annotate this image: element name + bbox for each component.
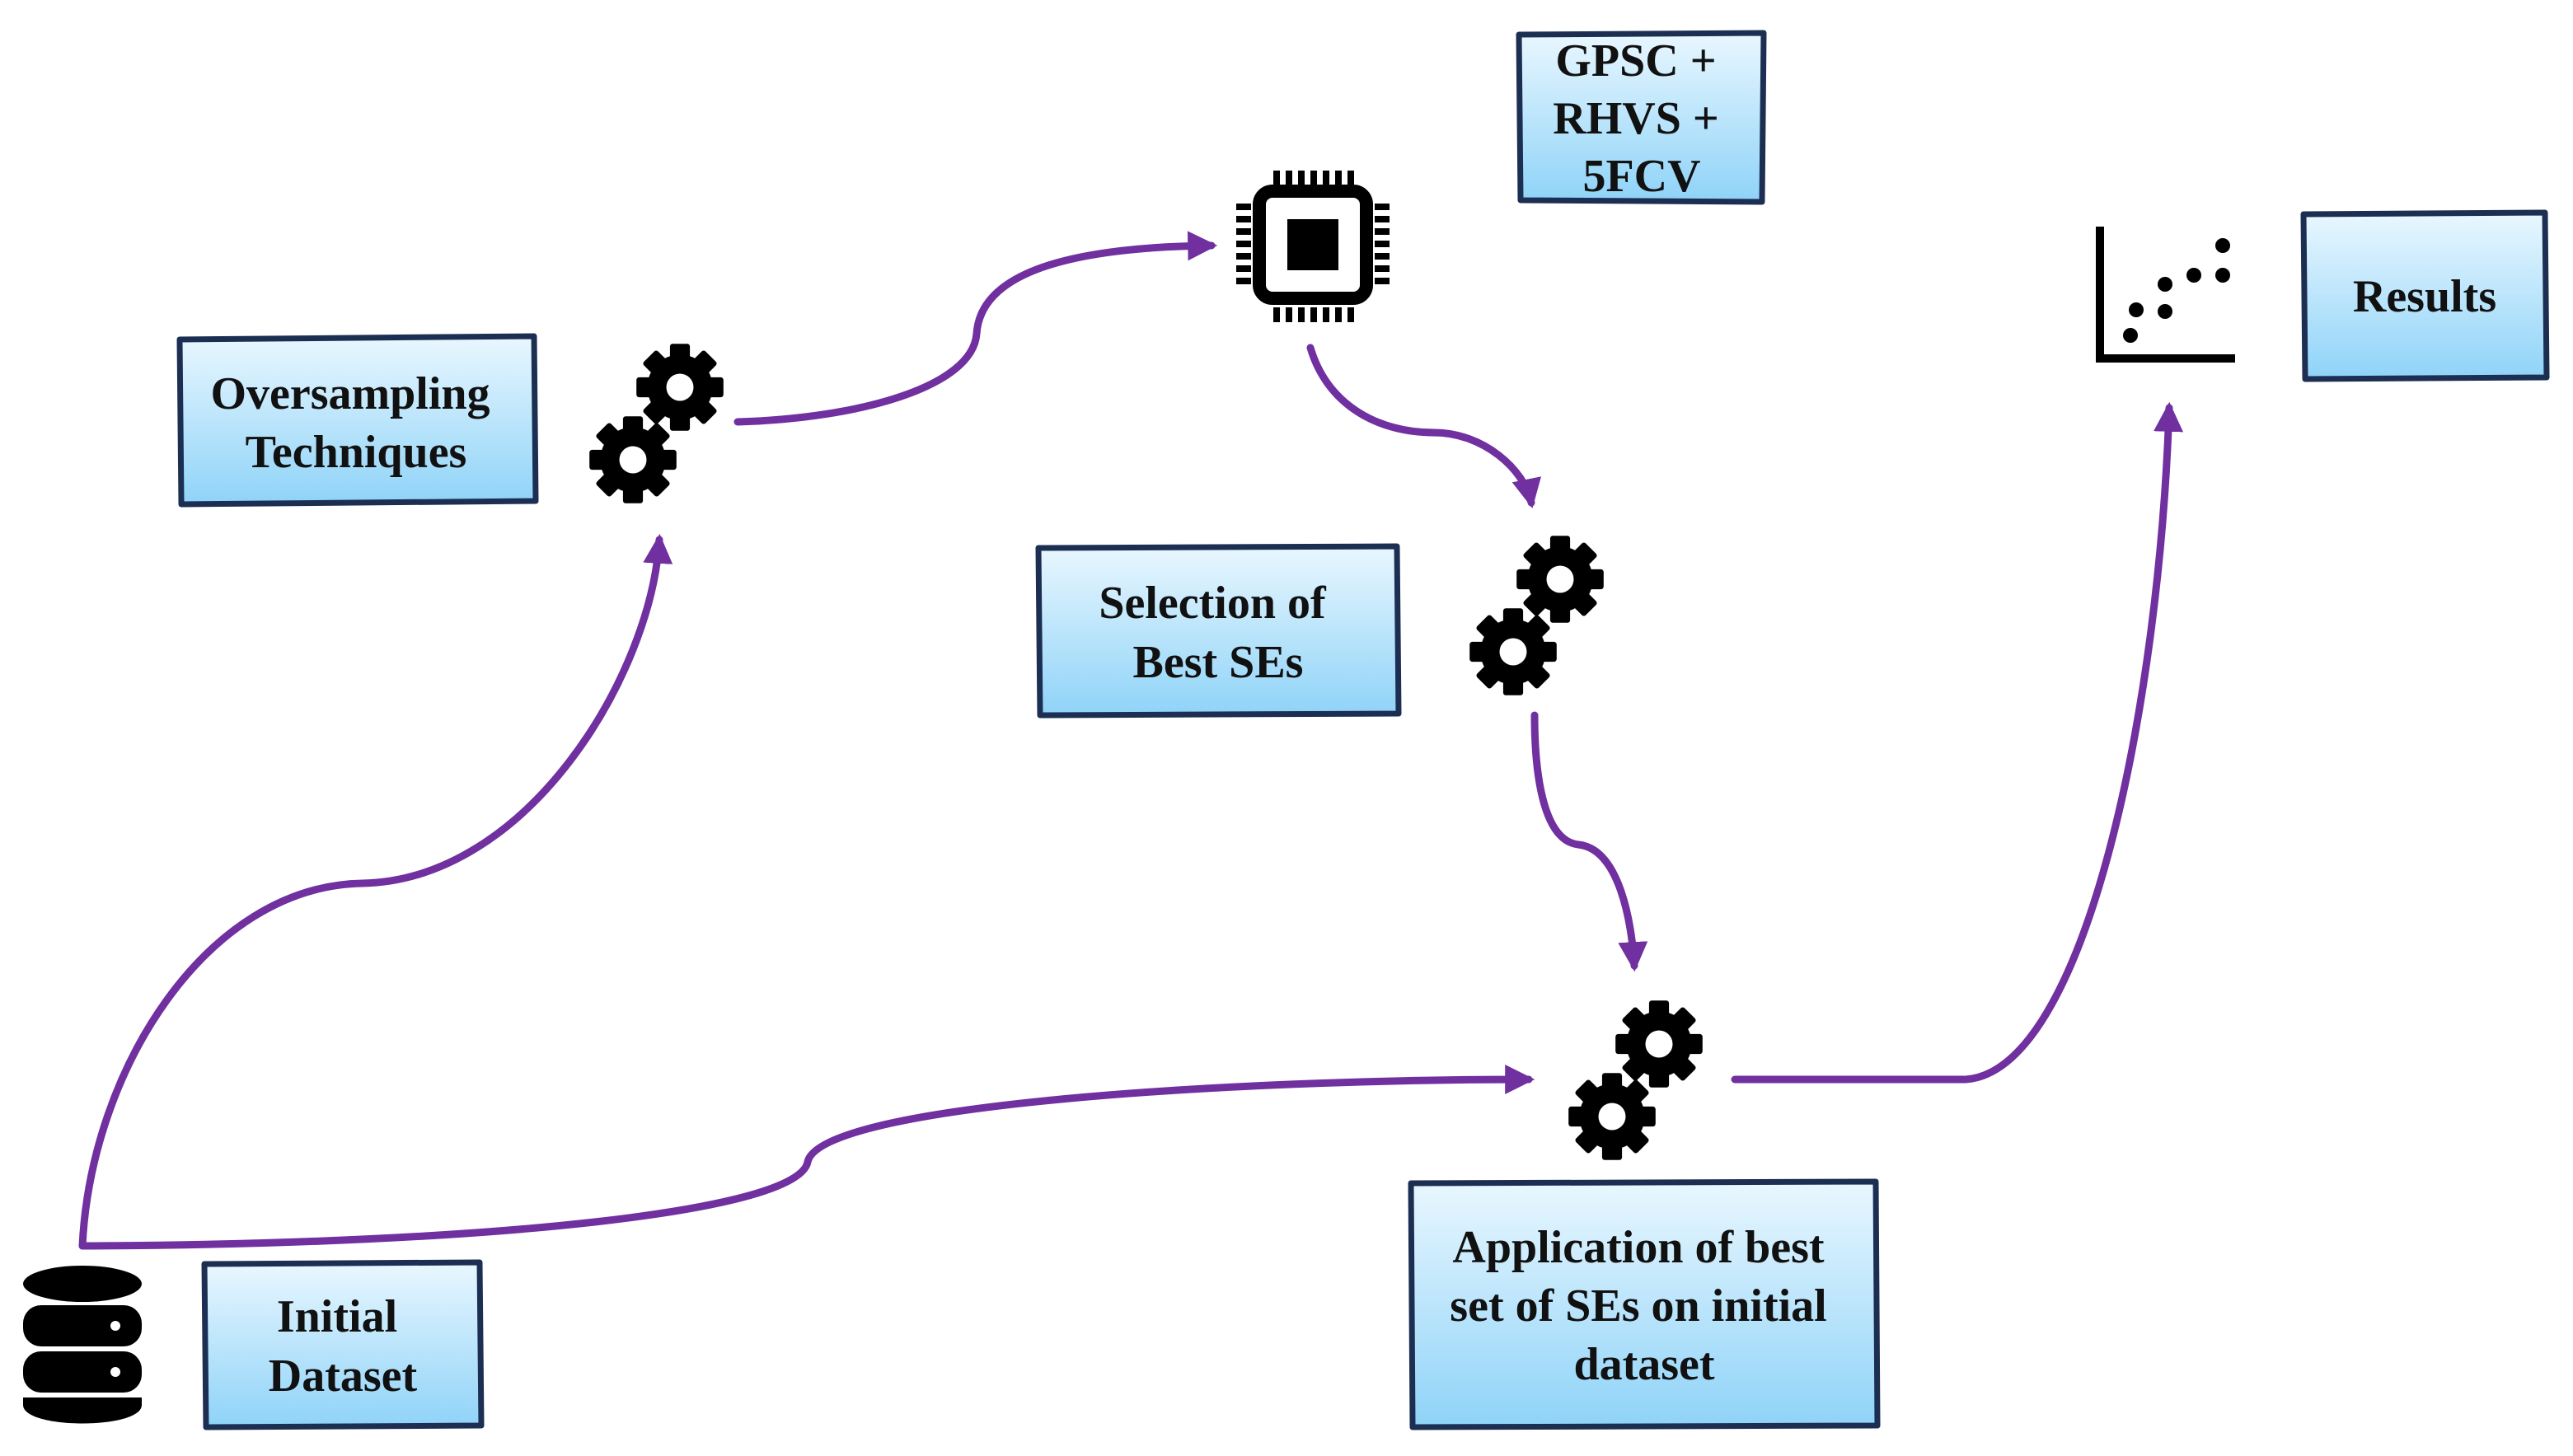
svg-text:Initial Dataset: Initial Dataset xyxy=(269,1291,418,1402)
gpsc-label-line-3: 5FCV xyxy=(1582,151,1700,202)
gpsc-label-line-1: GPSC + xyxy=(1555,35,1716,87)
database-icon xyxy=(23,1266,142,1424)
connectors xyxy=(78,231,2184,1250)
svg-text:Selection of Best SEs: Selection of Best SEs xyxy=(1099,578,1337,688)
initial-dataset-box: Initial Dataset xyxy=(201,1259,485,1430)
initial-dataset-label-line-2: Dataset xyxy=(269,1351,418,1402)
oversampling-gears-icon xyxy=(589,344,724,503)
connector-processor-to-selection xyxy=(1306,344,1541,509)
initial-dataset-label-line-1: Initial xyxy=(277,1291,397,1342)
gpsc-label-line-2: RHVS + xyxy=(1553,93,1719,144)
selection-box: Selection of Best SEs xyxy=(1035,543,1402,719)
connector-dataset-to-oversampling xyxy=(78,533,673,1250)
results-label: Results xyxy=(2353,271,2496,322)
application-label-line-3: dataset xyxy=(1573,1339,1714,1390)
connector-oversampling-to-processor xyxy=(733,231,1218,426)
svg-text:Results: Results xyxy=(2353,271,2496,322)
oversampling-box: Oversampling Techniques xyxy=(176,333,539,508)
svg-text:Application of best set: Application of best set of SEs on initia… xyxy=(1450,1222,1838,1390)
selection-label-line-1: Selection of xyxy=(1099,578,1327,629)
oversampling-label-line-1: Oversampling xyxy=(210,368,490,419)
results-box: Results xyxy=(2300,209,2550,382)
application-label-line-1: Application of best xyxy=(1452,1222,1824,1273)
svg-text:Oversampling Techniques: Oversampling Techniques xyxy=(210,368,501,478)
gpsc-box: GPSC + RHVS + 5FCV xyxy=(1516,30,1767,205)
connector-dataset-to-application xyxy=(78,1065,1535,1250)
svg-text:GPSC + RHVS + 5FCV: GPSC + RHVS + 5FCV xyxy=(1553,35,1731,202)
oversampling-label-line-2: Techniques xyxy=(246,427,467,478)
application-label-line-2: set of SEs on initial xyxy=(1450,1280,1826,1332)
selection-gears-icon xyxy=(1469,536,1604,695)
scatter-plot-icon xyxy=(2096,227,2235,363)
cpu-icon xyxy=(1236,171,1390,322)
selection-label-line-2: Best SEs xyxy=(1133,637,1304,688)
connector-selection-to-application xyxy=(1530,711,1648,972)
connector-application-to-results xyxy=(1731,401,2184,1084)
application-gears-icon xyxy=(1568,1000,1703,1160)
application-box: Application of best set of SEs on initia… xyxy=(1408,1178,1881,1430)
